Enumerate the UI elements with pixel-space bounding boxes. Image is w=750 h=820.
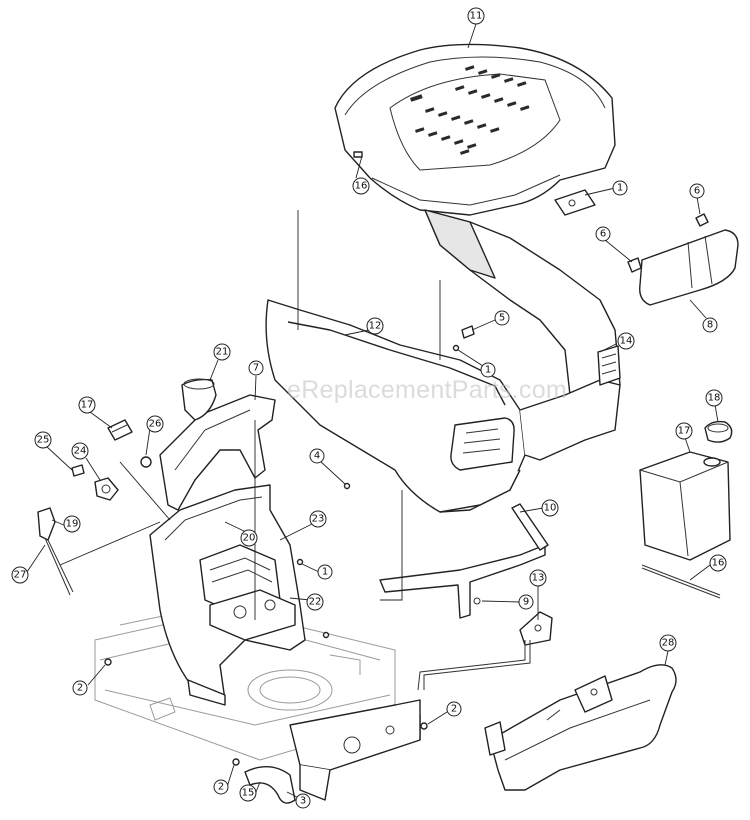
callout-19: 19 <box>63 515 81 533</box>
callout-17: 17 <box>675 422 693 440</box>
svg-text:6: 6 <box>600 229 606 240</box>
callout-1: 1 <box>480 362 496 378</box>
callout-1: 1 <box>317 564 333 580</box>
chassis-frame <box>94 599 421 801</box>
throttle-lever <box>37 507 74 596</box>
svg-text:22: 22 <box>309 597 322 608</box>
svg-text:25: 25 <box>37 435 50 446</box>
callout-11: 11 <box>467 7 485 25</box>
callout-13: 13 <box>529 569 547 587</box>
svg-text:24: 24 <box>74 446 87 457</box>
callout-16: 16 <box>352 177 370 195</box>
leader-lines <box>26 23 719 801</box>
callout-2: 2 <box>213 779 229 795</box>
callout-21: 21 <box>213 343 231 361</box>
callout-6: 6 <box>689 183 705 199</box>
svg-text:26: 26 <box>149 419 162 430</box>
hood <box>334 43 616 216</box>
callout-10: 10 <box>541 499 559 517</box>
callout-4: 4 <box>309 448 325 464</box>
svg-text:4: 4 <box>314 451 320 462</box>
callout-9: 9 <box>518 594 534 610</box>
svg-text:17: 17 <box>81 400 94 411</box>
svg-text:21: 21 <box>216 347 229 358</box>
svg-text:2: 2 <box>77 683 83 694</box>
svg-text:13: 13 <box>532 573 545 584</box>
svg-text:1: 1 <box>485 365 491 376</box>
svg-text:7: 7 <box>253 363 259 374</box>
callout-25: 25 <box>34 431 52 449</box>
callout-24: 24 <box>71 442 89 460</box>
svg-text:6: 6 <box>694 186 700 197</box>
svg-text:27: 27 <box>14 570 27 581</box>
callout-23: 23 <box>309 510 327 528</box>
callout-27: 27 <box>11 566 29 584</box>
latch-bracket <box>554 189 596 216</box>
svg-text:23: 23 <box>312 514 325 525</box>
callout-7: 7 <box>248 360 264 376</box>
callout-17: 17 <box>78 396 96 414</box>
svg-text:11: 11 <box>470 11 483 22</box>
callout-12: 12 <box>366 317 384 335</box>
svg-text:18: 18 <box>708 393 721 404</box>
hood-bracket <box>379 503 553 691</box>
fuel-tank <box>639 420 733 561</box>
switches <box>71 419 152 501</box>
svg-text:2: 2 <box>451 704 457 715</box>
callout-6: 6 <box>595 226 611 242</box>
svg-text:16: 16 <box>712 558 725 569</box>
svg-text:5: 5 <box>499 313 505 324</box>
callout-22: 22 <box>306 593 324 611</box>
dash-panel <box>149 484 306 706</box>
svg-text:1: 1 <box>617 183 623 194</box>
svg-text:16: 16 <box>355 181 368 192</box>
callout-14: 14 <box>617 332 635 350</box>
callout-15: 15 <box>239 784 257 802</box>
watermark: eReplacementParts.com <box>287 376 567 404</box>
svg-text:1: 1 <box>322 567 328 578</box>
svg-text:28: 28 <box>662 638 675 649</box>
callout-28: 28 <box>659 634 677 652</box>
callout-2: 2 <box>446 701 462 717</box>
callout-2: 2 <box>72 680 88 696</box>
svg-text:8: 8 <box>707 320 713 331</box>
callout-1: 1 <box>612 180 628 196</box>
hinge-plate <box>244 766 296 804</box>
callout-5: 5 <box>494 310 510 326</box>
front-bumper <box>484 664 677 791</box>
svg-text:20: 20 <box>243 533 256 544</box>
hood-vent-slots <box>410 65 530 155</box>
grille-insert <box>639 229 739 306</box>
dash-bracket <box>159 394 276 511</box>
callout-20: 20 <box>240 529 258 547</box>
callouts: 11 1 6 6 8 16 12 5 1 14 21 7 17 26 24 25… <box>11 7 727 809</box>
front-nose <box>265 209 621 513</box>
steering-cover <box>181 378 217 421</box>
svg-text:15: 15 <box>242 788 255 799</box>
callout-26: 26 <box>146 415 164 433</box>
svg-text:2: 2 <box>218 782 224 793</box>
svg-text:12: 12 <box>369 321 382 332</box>
svg-text:19: 19 <box>66 519 79 530</box>
callout-8: 8 <box>702 317 718 333</box>
callout-3: 3 <box>295 793 311 809</box>
svg-text:9: 9 <box>523 597 529 608</box>
callout-18: 18 <box>705 389 723 407</box>
svg-text:3: 3 <box>300 796 306 807</box>
fuel-line <box>641 564 721 599</box>
svg-text:10: 10 <box>544 503 557 514</box>
svg-text:14: 14 <box>620 336 633 347</box>
callout-16: 16 <box>709 554 727 572</box>
svg-text:17: 17 <box>678 426 691 437</box>
